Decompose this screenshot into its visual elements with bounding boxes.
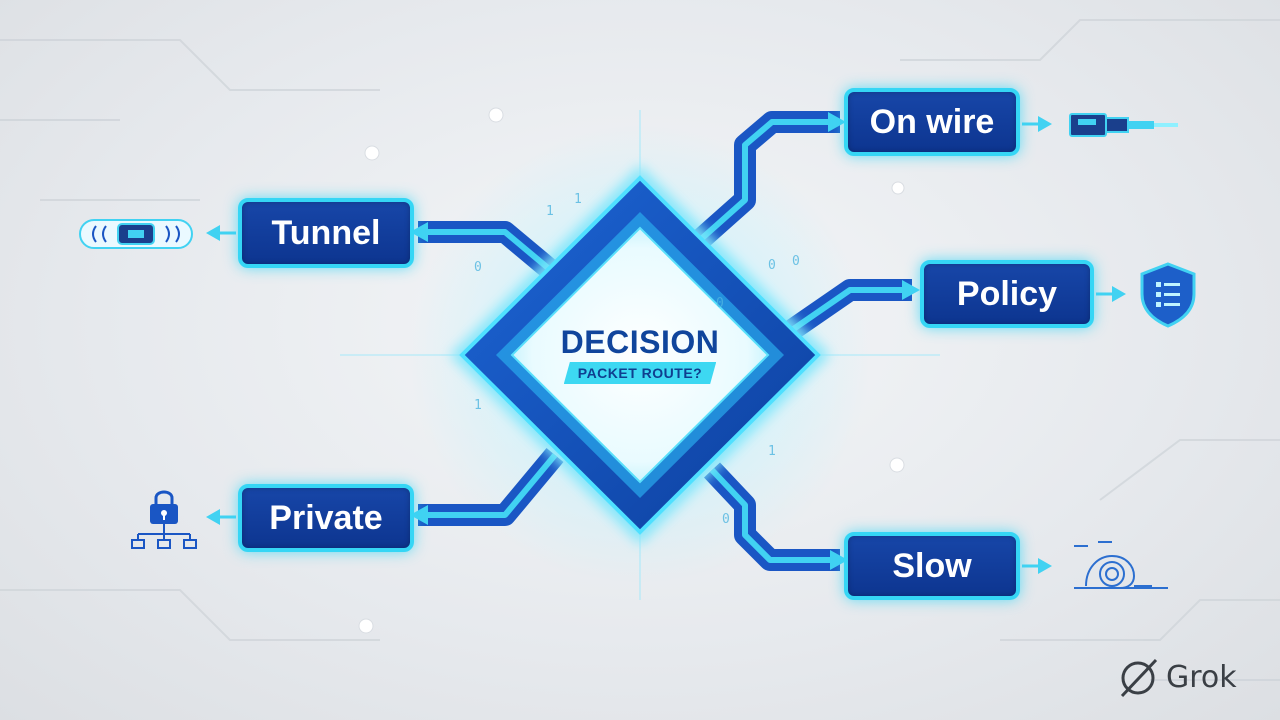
binary-digit: 0: [716, 296, 724, 311]
shield-checklist-icon: [1140, 262, 1196, 328]
binary-digit: 0: [792, 254, 800, 269]
node-slow-label: Slow: [892, 546, 972, 585]
background-circuit-traces: [0, 19, 1280, 681]
snail-icon: [1074, 541, 1168, 589]
icon-arrows: [218, 122, 1114, 568]
node-private-label: Private: [269, 498, 383, 537]
node-tunnel[interactable]: Tunnel: [238, 198, 414, 268]
connector-policy: [785, 279, 920, 340]
connectors: [206, 111, 1126, 574]
watermark: Grok: [1116, 652, 1237, 702]
binary-digit: 1: [574, 192, 582, 207]
binary-digit: 0: [722, 512, 730, 527]
connector-tunnel: [410, 221, 556, 277]
binary-digit: 1: [474, 398, 482, 413]
binary-digit: 0: [474, 260, 482, 275]
padlock-network-icon: [131, 490, 197, 549]
binary-digit: 1: [546, 204, 554, 219]
node-policy[interactable]: Policy: [920, 260, 1094, 328]
decision-title: DECISION: [560, 324, 720, 360]
decision-diamond: [450, 165, 830, 545]
node-policy-label: Policy: [956, 274, 1058, 313]
node-on-wire-label: On wire: [869, 102, 995, 141]
binary-digit: 1: [768, 444, 776, 459]
connector-slow: [703, 462, 848, 571]
background-dots: [358, 107, 905, 634]
watermark-text: Grok: [1166, 659, 1237, 695]
node-tunnel-label: Tunnel: [271, 213, 381, 252]
decision-label: DECISION PACKET ROUTE?: [520, 322, 760, 384]
node-private[interactable]: Private: [238, 484, 414, 552]
grok-logo-icon: [1120, 658, 1158, 698]
tunnel-capsule-icon: [79, 219, 193, 249]
node-slow[interactable]: Slow: [844, 532, 1020, 600]
decision-subtitle: PACKET ROUTE?: [563, 362, 717, 384]
node-on-wire[interactable]: On wire: [844, 88, 1020, 156]
icon-arrowheads: [206, 116, 1126, 574]
binary-digit: 0: [768, 258, 776, 273]
connector-on-wire: [692, 111, 846, 249]
connector-private: [410, 447, 564, 526]
ethernet-plug-icon: [1069, 113, 1178, 137]
